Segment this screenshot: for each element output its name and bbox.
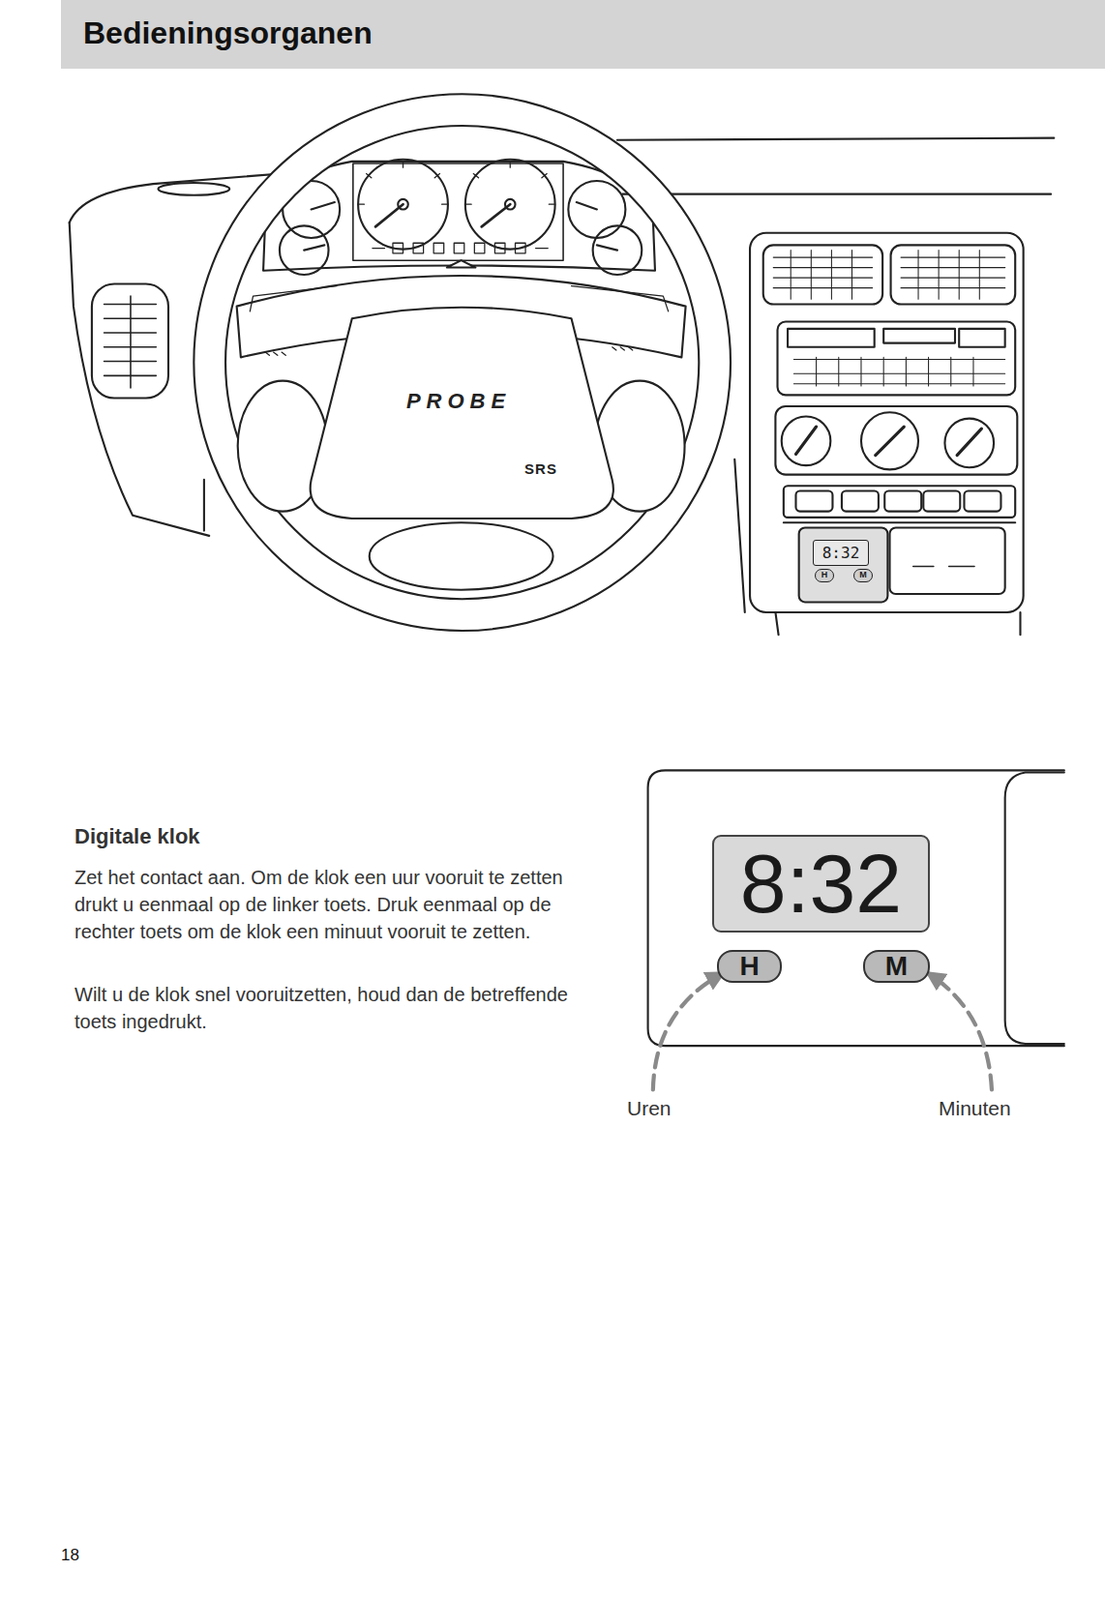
steering-wheel xyxy=(193,93,731,631)
clock-panel xyxy=(648,770,1065,1046)
minute-button-text: M xyxy=(885,953,908,981)
hours-label: Uren xyxy=(627,1096,686,1121)
minute-button-text: M xyxy=(859,570,867,580)
instrument-cluster xyxy=(263,159,656,275)
brand-logo: PROBE xyxy=(371,388,546,415)
clock-display-text: 8:32 xyxy=(822,545,861,562)
clock-display: 8:32 xyxy=(812,539,869,567)
clock-display-text: 8:32 xyxy=(740,841,902,926)
instruction-text: Zet het contact aan. Om de klok een uur … xyxy=(74,864,573,946)
airbag-mark: SRS xyxy=(516,460,566,478)
page-number: 18 xyxy=(60,1546,100,1566)
leader-arrows xyxy=(653,973,992,1090)
hour-button-text: H xyxy=(821,570,829,580)
hour-button-text: H xyxy=(739,953,759,981)
page-title: Bedieningsorganen xyxy=(83,15,373,52)
clock-display: 8:32 xyxy=(712,835,930,933)
instruction-text: Wilt u de klok snel vooruitzetten, houd … xyxy=(74,981,573,1036)
section-heading: Digitale klok xyxy=(74,824,559,850)
minutes-label: Minuten xyxy=(938,1096,1036,1121)
hour-button: H xyxy=(814,568,835,583)
minute-button: M xyxy=(853,568,873,583)
hour-button: H xyxy=(716,950,782,984)
minute-button: M xyxy=(863,950,930,984)
